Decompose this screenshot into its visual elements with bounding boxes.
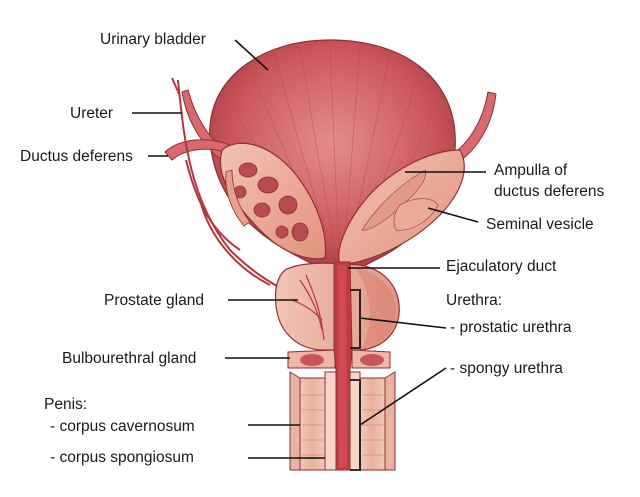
left-blood-vessels [171,77,291,293]
label-corpus-cavernosum: - corpus cavernosum [50,418,195,435]
label-ductus-deferens: Ductus deferens [20,148,133,165]
label-bulbourethral-gland: Bulbourethral gland [62,350,196,367]
label-urethra: Urethra: [446,292,502,309]
label-ampulla-line1: Ampulla of [494,162,568,179]
label-corpus-spongiosum: - corpus spongiosum [50,449,194,466]
label-ejaculatory-duct: Ejaculatory duct [446,258,557,275]
label-seminal-vesicle: Seminal vesicle [486,216,594,233]
leader-lines [132,39,486,459]
label-prostate-gland: Prostate gland [104,292,204,309]
prostatic-urethra-bracket [350,289,361,349]
label-ureter: Ureter [70,105,113,122]
label-ampulla-line2: ductus deferens [494,183,605,200]
right-seminal-vesicle-shape [338,149,465,266]
label-prostatic-urethra: - prostatic urethra [450,319,572,336]
label-spongy-urethra: - spongy urethra [450,360,563,377]
label-penis: Penis: [44,396,87,413]
label-urinary-bladder: Urinary bladder [100,31,206,48]
left-seminal-vesicle-shape [219,142,327,260]
bulbourethral-glands-shape [287,349,391,369]
